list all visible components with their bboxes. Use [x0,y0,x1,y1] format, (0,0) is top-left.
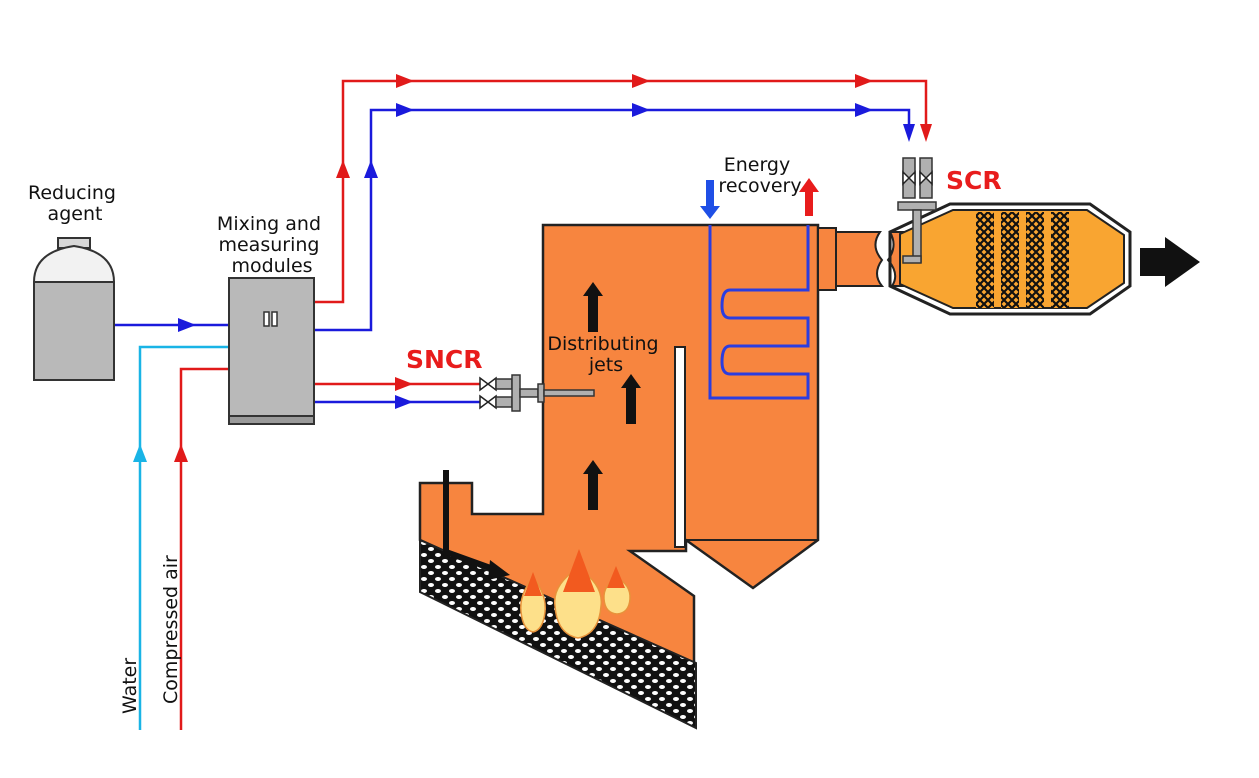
energy-recovery-coil [708,225,810,400]
flow-arrow-icon [395,395,413,409]
flow-arrow-icon [632,103,650,117]
flow-arrow-icon [396,74,414,88]
valve-icon [902,170,933,186]
tank-icon [32,237,116,381]
flow-arrow-icon [488,560,510,580]
sncr-label: SNCR [406,345,483,374]
reducing-agent-label: Reducing agent [28,182,122,225]
catalyst-layer [1001,212,1019,308]
scr-label: SCR [946,166,1002,195]
flow-arrow-icon [700,180,720,219]
flow-arrow-icon [133,444,147,462]
scr-blue-line [314,108,911,332]
scr-red-line [314,79,928,304]
mixing-modules-label: Mixing and measuring modules [217,213,327,277]
flow-arrow-icon [336,160,350,178]
mixing-module [228,277,315,425]
furnace [418,223,820,730]
flow-arrow-icon [903,124,915,142]
exhaust-arrow-icon [1140,237,1200,287]
flow-arrow-icon [583,460,603,510]
flow-arrows [133,74,932,462]
water-label: Water [119,658,141,714]
flow-arrow-icon [178,318,196,332]
sncr-injector [479,374,595,412]
flow-arrow-icon [855,74,873,88]
water-line [138,345,229,730]
flow-arrow-icon [621,374,641,424]
fuel-feed-arrow [443,470,498,573]
flow-arrow-icon [920,124,932,142]
flow-arrow-icon [799,178,819,216]
flow-arrow-icon [583,282,603,332]
flow-arrow-icon [396,103,414,117]
valve-icon [479,376,497,410]
flow-arrow-icon [174,444,188,462]
flow-arrow-icon [855,103,873,117]
energy-arrows [700,178,819,219]
distributing-jets-label: Distributing jets [547,333,664,376]
catalyst-layer [1026,212,1044,308]
air-line [179,367,229,730]
energy-recovery-label: Energy recovery [718,154,801,197]
compressed-air-label: Compressed air [160,555,182,704]
coal-bed [419,538,697,730]
scr-reactor [888,202,1200,316]
gas-flow-arrows [583,282,641,510]
flow-arrow-icon [632,74,650,88]
flame-icon [520,549,631,639]
flow-arrow-icon [364,160,378,178]
catalyst-layer [976,212,994,308]
flow-arrow-icon [395,377,413,391]
scr-injector [897,157,937,264]
catalyst-layer [1051,212,1069,308]
